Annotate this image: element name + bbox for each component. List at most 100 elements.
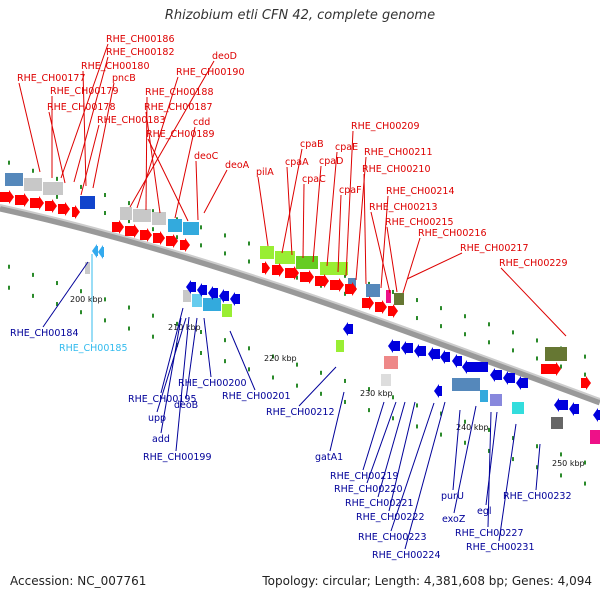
- gene-block[interactable]: [5, 173, 23, 186]
- gene-label-RHE_CH00232[interactable]: RHE_CH00232: [503, 491, 572, 502]
- gene-block[interactable]: [192, 294, 202, 307]
- gene-block[interactable]: [80, 196, 95, 209]
- forward-gene-arrow[interactable]: [45, 199, 57, 213]
- gene-label-purU[interactable]: purU: [441, 491, 464, 502]
- gene-label-RHE_CH00213[interactable]: RHE_CH00213: [369, 202, 438, 213]
- gene-block[interactable]: [394, 293, 404, 305]
- gene-label-RHE_CH00231[interactable]: RHE_CH00231: [466, 542, 535, 553]
- gene-label-RHE_CH00190[interactable]: RHE_CH00190: [176, 67, 245, 78]
- reverse-gene-arrow[interactable]: [434, 384, 442, 398]
- gene-label-cpaE[interactable]: cpaE: [335, 142, 358, 153]
- gene-label-cpaC[interactable]: cpaC: [302, 174, 326, 185]
- reverse-gene-arrow[interactable]: [98, 245, 104, 259]
- gene-label-cpaA[interactable]: cpaA: [285, 157, 309, 168]
- gene-label-RHE_CH00185[interactable]: RHE_CH00185: [59, 343, 128, 354]
- forward-gene-arrow[interactable]: [541, 362, 561, 376]
- gene-block[interactable]: [381, 374, 391, 386]
- reverse-gene-arrow[interactable]: [343, 322, 353, 336]
- forward-gene-arrow[interactable]: [300, 270, 314, 284]
- gene-label-add[interactable]: add: [152, 434, 170, 445]
- gene-block[interactable]: [366, 284, 380, 297]
- gene-block[interactable]: [203, 298, 221, 311]
- gene-block[interactable]: [545, 347, 567, 361]
- gene-label-RHE_CH00224[interactable]: RHE_CH00224: [372, 550, 441, 561]
- gene-label-RHE_CH00210[interactable]: RHE_CH00210: [362, 164, 431, 175]
- forward-gene-arrow[interactable]: [262, 261, 270, 275]
- gene-label-deoB[interactable]: deoB: [174, 400, 198, 411]
- reverse-gene-arrow[interactable]: [208, 286, 218, 300]
- reverse-gene-arrow[interactable]: [219, 289, 229, 303]
- gene-block[interactable]: [386, 290, 391, 303]
- gene-label-gatA1[interactable]: gatA1: [315, 452, 343, 463]
- forward-gene-arrow[interactable]: [15, 193, 29, 207]
- forward-gene-arrow[interactable]: [58, 202, 70, 216]
- forward-gene-arrow[interactable]: [330, 278, 344, 292]
- gene-label-deoA[interactable]: deoA: [225, 160, 250, 171]
- gene-label-RHE_CH00209[interactable]: RHE_CH00209: [351, 121, 420, 132]
- forward-gene-arrow[interactable]: [140, 228, 152, 242]
- gene-label-cdd[interactable]: cdd: [193, 117, 210, 128]
- forward-gene-arrow[interactable]: [581, 376, 591, 390]
- gene-block[interactable]: [480, 390, 488, 402]
- gene-label-exoZ[interactable]: exoZ: [442, 514, 466, 525]
- forward-gene-arrow[interactable]: [375, 300, 387, 314]
- forward-gene-arrow[interactable]: [30, 196, 44, 210]
- gene-block[interactable]: [490, 394, 502, 406]
- gene-label-RHE_CH00201[interactable]: RHE_CH00201: [222, 391, 291, 402]
- gene-label-RHE_CH00195[interactable]: RHE_CH00195: [128, 394, 197, 405]
- gene-label-RHE_CH00214[interactable]: RHE_CH00214: [386, 186, 455, 197]
- gene-label-RHE_CH00180[interactable]: RHE_CH00180: [81, 61, 150, 72]
- reverse-gene-arrow[interactable]: [452, 354, 462, 368]
- forward-gene-arrow[interactable]: [272, 263, 284, 277]
- gene-block[interactable]: [43, 182, 63, 195]
- forward-gene-arrow[interactable]: [0, 190, 14, 204]
- gene-label-RHE_CH00178[interactable]: RHE_CH00178: [47, 102, 116, 113]
- gene-block[interactable]: [336, 340, 344, 352]
- gene-label-RHE_CH00182[interactable]: RHE_CH00182: [106, 47, 175, 58]
- reverse-gene-arrow[interactable]: [186, 280, 196, 294]
- forward-gene-arrow[interactable]: [112, 220, 124, 234]
- gene-label-RHE_CH00189[interactable]: RHE_CH00189: [146, 129, 215, 140]
- gene-label-RHE_CH00179[interactable]: RHE_CH00179: [50, 86, 119, 97]
- gene-block[interactable]: [183, 290, 191, 302]
- forward-gene-arrow[interactable]: [153, 231, 165, 245]
- gene-label-egl[interactable]: egl: [477, 506, 492, 517]
- gene-block[interactable]: [120, 207, 132, 220]
- gene-label-RHE_CH00223[interactable]: RHE_CH00223: [358, 532, 427, 543]
- gene-block[interactable]: [384, 356, 398, 369]
- reverse-gene-arrow[interactable]: [414, 344, 426, 358]
- reverse-gene-arrow[interactable]: [569, 402, 579, 416]
- gene-label-pncB[interactable]: pncB: [112, 73, 136, 84]
- gene-label-RHE_CH00215[interactable]: RHE_CH00215: [385, 217, 454, 228]
- forward-gene-arrow[interactable]: [166, 234, 178, 248]
- gene-label-cpaD[interactable]: cpaD: [319, 156, 343, 167]
- gene-label-RHE_CH00177[interactable]: RHE_CH00177: [17, 73, 86, 84]
- gene-label-RHE_CH00211[interactable]: RHE_CH00211: [364, 147, 433, 158]
- gene-label-RHE_CH00219[interactable]: RHE_CH00219: [330, 471, 399, 482]
- gene-block[interactable]: [152, 212, 166, 225]
- forward-gene-arrow[interactable]: [285, 266, 299, 280]
- gene-block[interactable]: [551, 417, 563, 429]
- gene-block[interactable]: [222, 304, 232, 317]
- gene-label-pilA[interactable]: pilA: [256, 167, 274, 178]
- forward-gene-arrow[interactable]: [362, 296, 374, 310]
- gene-label-deoD[interactable]: deoD: [212, 51, 237, 62]
- gene-label-RHE_CH00227[interactable]: RHE_CH00227: [455, 528, 524, 539]
- gene-block[interactable]: [260, 246, 274, 259]
- gene-label-RHE_CH00183[interactable]: RHE_CH00183: [97, 115, 166, 126]
- gene-block[interactable]: [168, 219, 182, 232]
- gene-label-RHE_CH00212[interactable]: RHE_CH00212: [266, 407, 335, 418]
- gene-label-RHE_CH00184[interactable]: RHE_CH00184: [10, 328, 79, 339]
- reverse-gene-arrow[interactable]: [462, 360, 488, 374]
- forward-gene-arrow[interactable]: [72, 205, 80, 219]
- gene-label-RHE_CH00187[interactable]: RHE_CH00187: [144, 102, 213, 113]
- reverse-gene-arrow[interactable]: [440, 350, 450, 364]
- gene-block[interactable]: [296, 256, 318, 269]
- reverse-gene-arrow[interactable]: [92, 244, 98, 258]
- gene-block[interactable]: [275, 251, 295, 264]
- gene-label-upp[interactable]: upp: [148, 413, 166, 424]
- reverse-gene-arrow[interactable]: [503, 371, 515, 385]
- reverse-gene-arrow[interactable]: [593, 408, 600, 422]
- gene-block[interactable]: [452, 378, 480, 391]
- reverse-gene-arrow[interactable]: [428, 347, 440, 361]
